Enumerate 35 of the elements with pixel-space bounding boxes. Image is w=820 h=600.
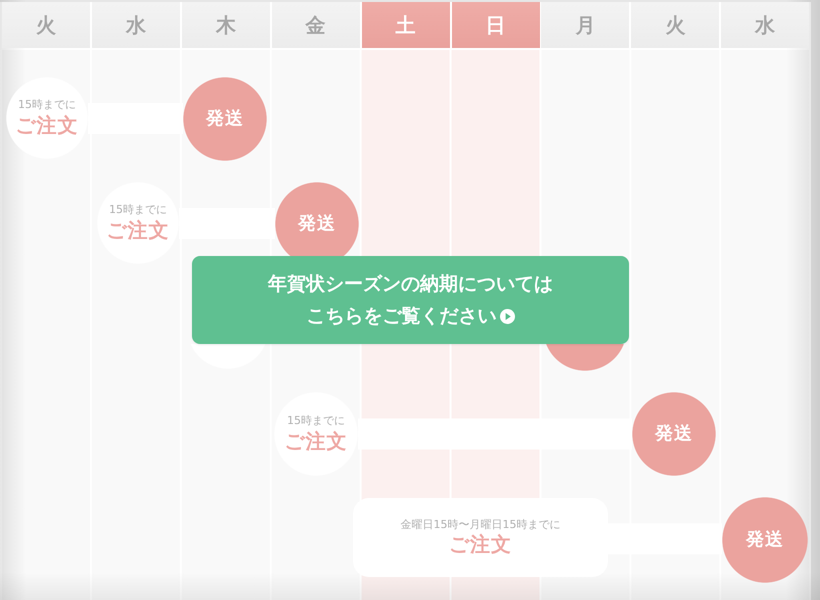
day-label: 木: [216, 15, 236, 35]
day-label: 金: [306, 15, 326, 35]
ship-label: 発送: [655, 423, 693, 445]
order-label: ご注文: [449, 531, 512, 558]
time-note: 15時までに: [18, 98, 76, 112]
header-cell: [272, 2, 360, 48]
order-label: ご注文: [106, 216, 170, 243]
day-label: 水: [755, 15, 776, 35]
ship-label: 発送: [746, 529, 784, 551]
connector-bar: [88, 103, 183, 134]
notice-banner: 年賀状シーズンの納期についてはこちらをご覧ください: [192, 256, 629, 344]
day-label: 月: [575, 15, 596, 35]
ship-label: 発送: [206, 108, 244, 130]
header-cell: [541, 2, 630, 48]
ship-label: 発送: [298, 213, 336, 235]
header-cell: [182, 2, 270, 48]
day-label: 土: [396, 15, 416, 35]
header-cell: [92, 2, 180, 48]
header-cell: [362, 2, 450, 48]
connector-bar: [179, 208, 275, 239]
header-cell: [452, 2, 540, 48]
header-cell: [631, 2, 720, 48]
day-label: 水: [126, 15, 146, 35]
day-label: 火: [665, 15, 686, 35]
day-label: 火: [36, 15, 56, 35]
header-cell: [2, 2, 90, 48]
time-note: 15時までに: [109, 203, 167, 217]
time-note: 金曜日15時〜月曜日15時までに: [400, 518, 560, 532]
connector-bar: [358, 418, 632, 450]
header-cell: [721, 2, 810, 48]
order-label: ご注文: [16, 112, 78, 138]
day-label: 日: [486, 15, 506, 35]
order-label: ご注文: [284, 428, 348, 454]
connector-bar: [608, 523, 722, 554]
time-note: 15時までに: [287, 414, 345, 428]
